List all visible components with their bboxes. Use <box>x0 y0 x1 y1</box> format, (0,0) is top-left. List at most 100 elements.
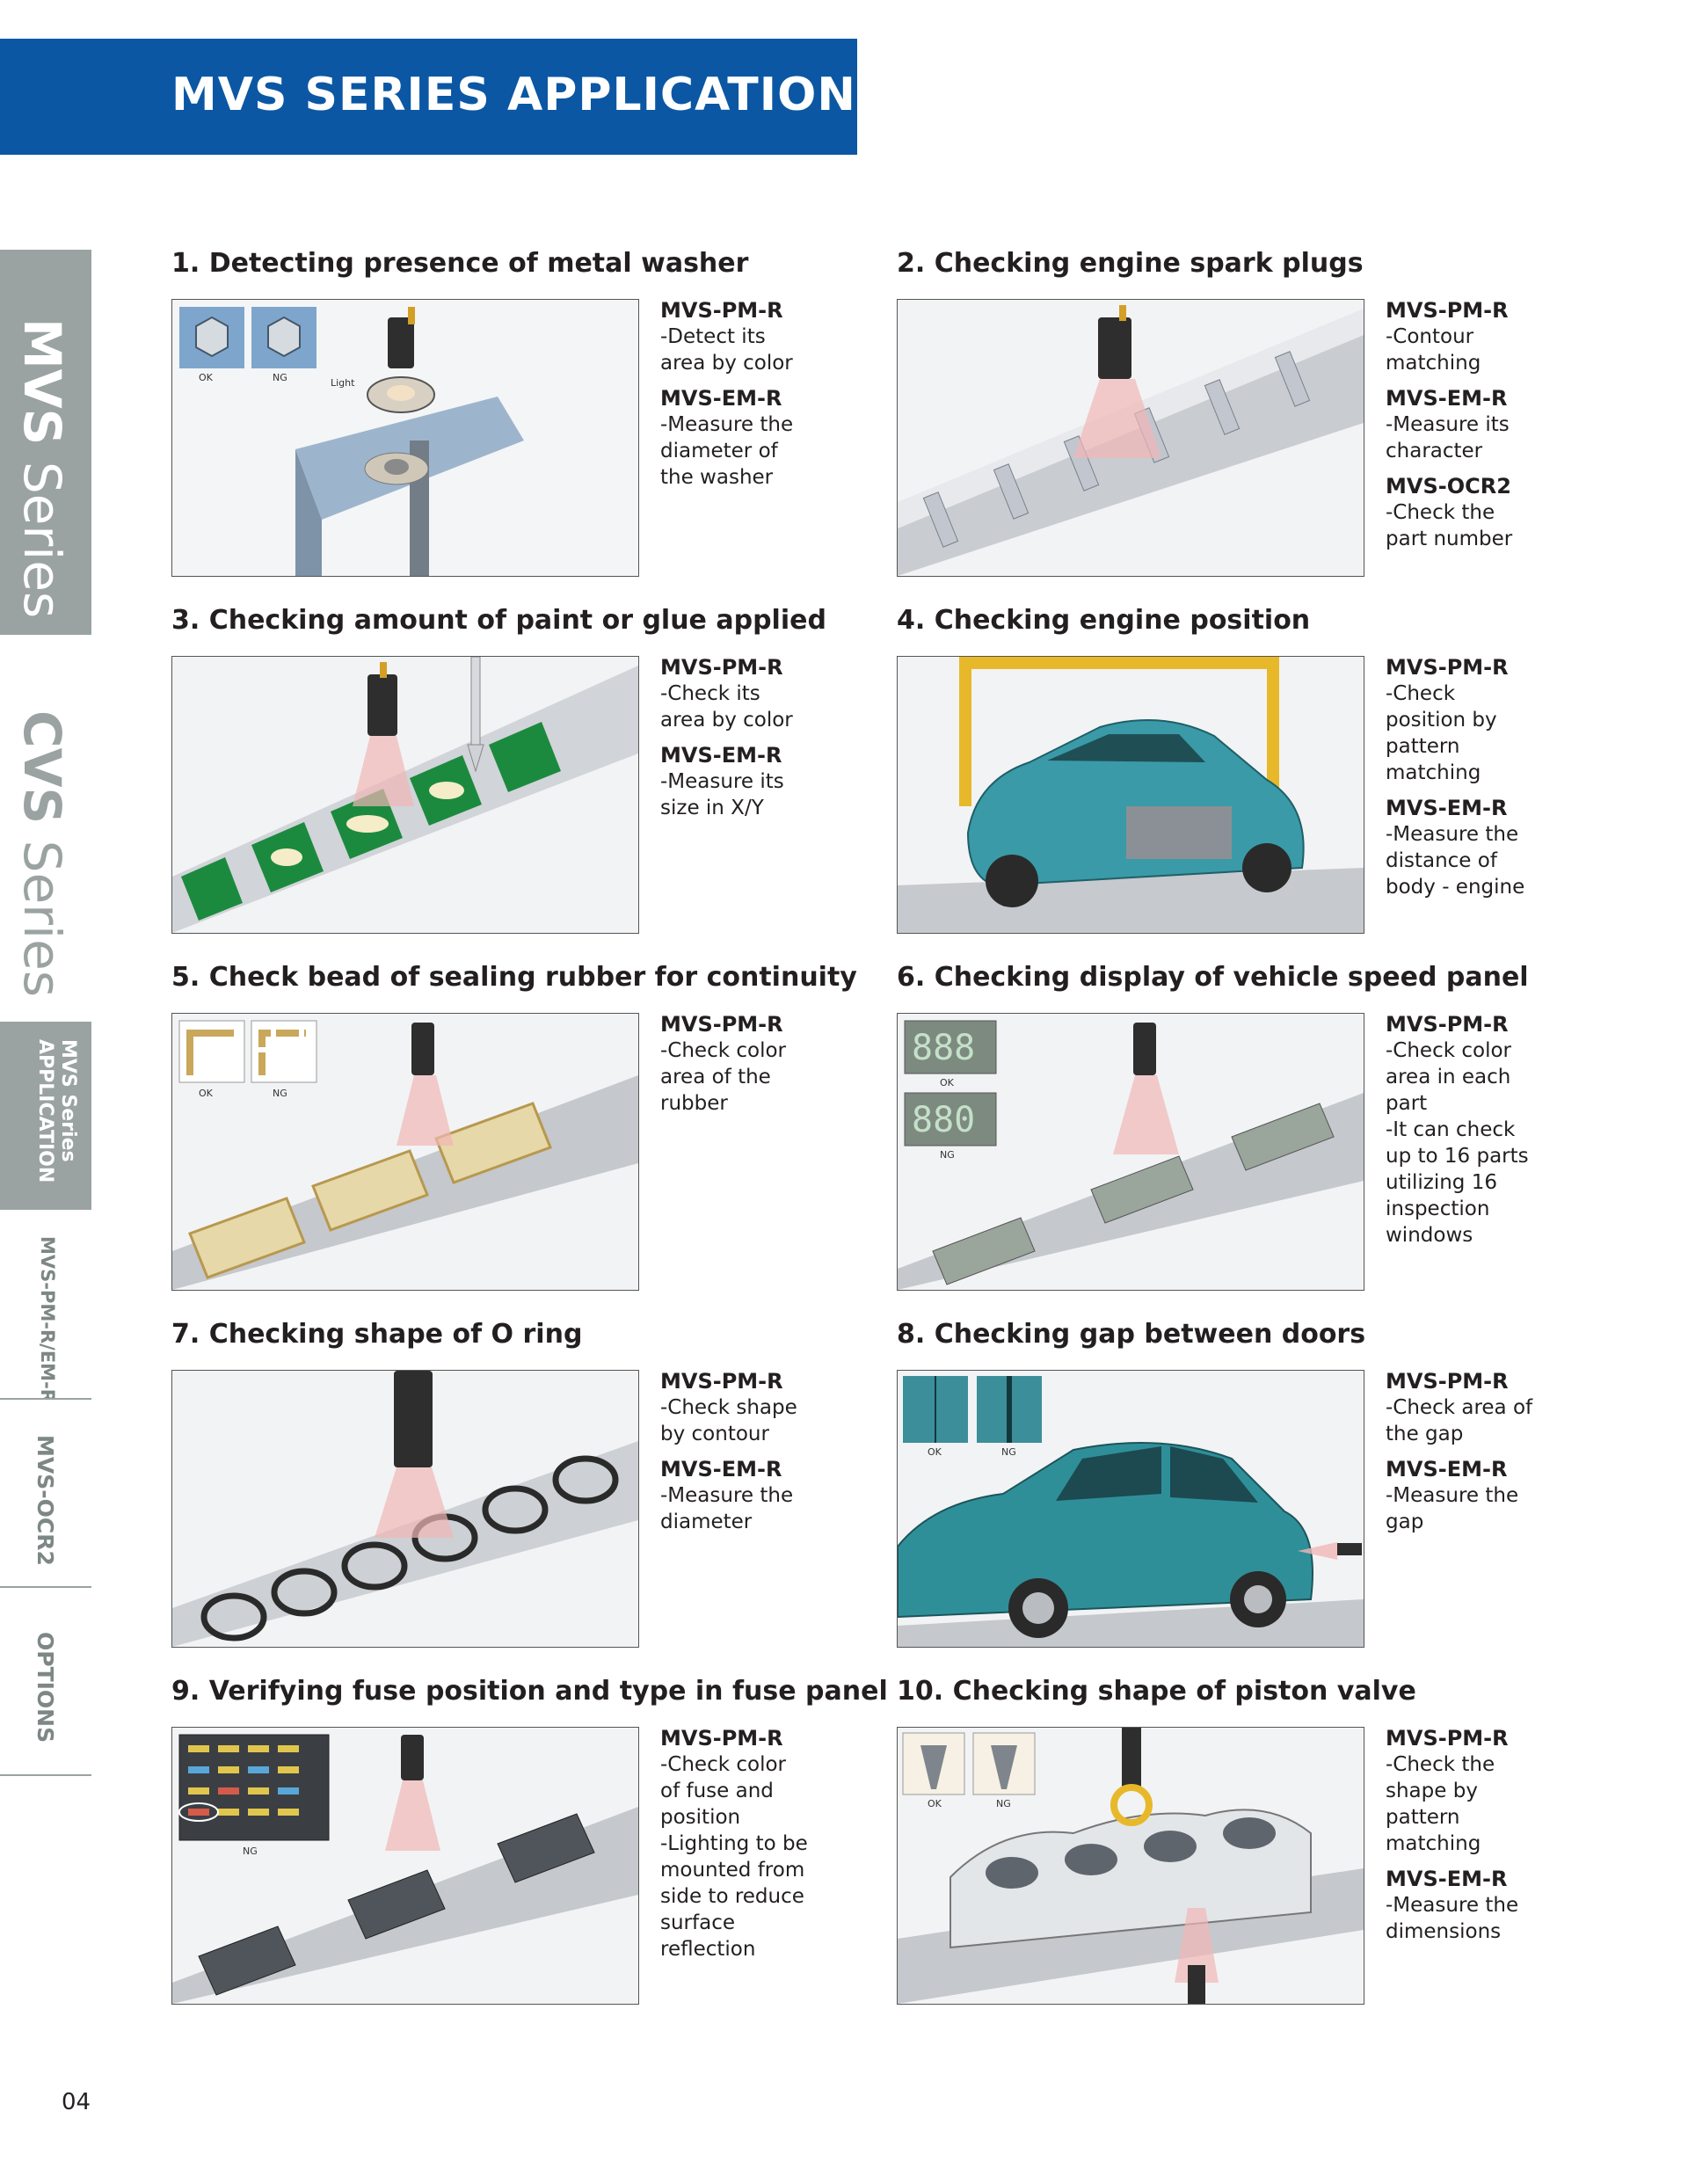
application-8: 8. Checking gap between doors OK NG MVS-… <box>897 1319 1618 1671</box>
page-number: 04 <box>62 2089 91 2115</box>
application-title: 6. Checking display of vehicle speed pan… <box>897 962 1529 993</box>
application-title: 7. Checking shape of O ring <box>171 1319 583 1350</box>
nav-label: CVS Series <box>12 710 72 998</box>
application-10: 10. Checking shape of piston valve OK NG <box>897 1676 1618 2027</box>
model-name: MVS-PM-R <box>660 1012 783 1037</box>
ng-label: NG <box>243 1845 258 1857</box>
note-text: -Check the shape by pattern matching <box>1386 1753 1495 1855</box>
model-name: MVS-PM-R <box>1386 655 1509 680</box>
application-title: 8. Checking gap between doors <box>897 1319 1366 1350</box>
application-notes: MVS-PM-R -Check its area by color MVS-EM… <box>660 654 898 821</box>
model-name: MVS-EM-R <box>660 743 782 768</box>
application-notes: MVS-PM-R -Check color area in each part … <box>1386 1011 1623 1249</box>
header-bar <box>0 39 857 155</box>
application-notes: MVS-PM-R -Check position by pattern matc… <box>1386 654 1623 900</box>
application-1: 1. Detecting presence of metal washer OK… <box>171 248 892 600</box>
ok-label: OK <box>199 372 214 383</box>
application-title: 10. Checking shape of piston valve <box>897 1676 1416 1707</box>
ng-label: NG <box>940 1149 955 1161</box>
model-name: MVS-EM-R <box>660 386 782 411</box>
model-name: MVS-EM-R <box>1386 1867 1508 1891</box>
note-text: -Check its area by color <box>660 682 793 732</box>
note-text: -Check color area of the rubber <box>660 1039 786 1115</box>
glue-illustration <box>171 656 639 934</box>
note-text: -Contour matching <box>1386 325 1481 375</box>
washer-illustration: OK NG Light <box>171 299 639 577</box>
page-title: MVS SERIES APPLICATION <box>171 69 856 121</box>
model-name: MVS-PM-R <box>660 1369 783 1394</box>
model-name: MVS-EM-R <box>1386 386 1508 411</box>
note-text: -Check color of fuse and position -Light… <box>660 1753 808 1961</box>
application-2: 2. Checking engine spark plugs MVS-PM-R … <box>897 248 1618 600</box>
piston-valve-illustration: OK NG <box>897 1727 1364 2005</box>
application-notes: MVS-PM-R -Detect its area by color MVS-E… <box>660 297 898 491</box>
nav-tab-mvs-series[interactable]: MVS Series <box>0 250 91 635</box>
note-text: -Measure its character <box>1386 413 1510 462</box>
model-name: MVS-PM-R <box>1386 1012 1509 1037</box>
nav-label: MVS-PM-R/EM-R <box>37 1236 58 1400</box>
svg-text:888: 888 <box>912 1028 975 1068</box>
sealing-rubber-illustration: OK NG <box>171 1013 639 1291</box>
ok-label: OK <box>199 1088 214 1099</box>
fuse-panel-illustration: NG <box>171 1727 639 2005</box>
nav-tab-cvs-series[interactable]: CVS Series <box>0 635 91 1022</box>
note-text: -Measure the gap <box>1386 1484 1519 1533</box>
note-text: -Measure the distance of body - engine <box>1386 823 1525 899</box>
application-3: 3. Checking amount of paint or glue appl… <box>171 605 892 957</box>
model-name: MVS-EM-R <box>1386 1457 1508 1481</box>
spark-plug-illustration <box>897 299 1364 577</box>
nav-tab-options[interactable]: OPTIONS <box>0 1588 91 1776</box>
application-7: 7. Checking shape of O ring MVS-PM-R -Ch… <box>171 1319 892 1671</box>
nav-tab-pm-em[interactable]: MVS-PM-R/EM-R <box>0 1210 91 1400</box>
application-notes: MVS-PM-R -Check area of the gap MVS-EM-R… <box>1386 1368 1623 1535</box>
ng-label: NG <box>1001 1446 1016 1458</box>
car-engine-illustration <box>897 656 1364 934</box>
svg-text:880: 880 <box>912 1100 975 1140</box>
note-text: -Check shape by contour <box>660 1396 797 1445</box>
application-title: 2. Checking engine spark plugs <box>897 248 1364 279</box>
application-title: 3. Checking amount of paint or glue appl… <box>171 605 826 636</box>
light-label: Light <box>331 377 355 389</box>
note-text: -Check position by pattern matching <box>1386 682 1497 784</box>
ng-label: NG <box>273 372 287 383</box>
application-9: 9. Verifying fuse position and type in f… <box>171 1676 892 2027</box>
nav-label: OPTIONS <box>33 1632 58 1744</box>
application-notes: MVS-PM-R -Check color of fuse and positi… <box>660 1725 898 1962</box>
car-door-gap-illustration: OK NG <box>897 1370 1364 1648</box>
note-text: -Check color area in each part -It can c… <box>1386 1039 1529 1247</box>
application-4: 4. Checking engine position MVS-PM-R -Ch… <box>897 605 1618 957</box>
model-name: MVS-EM-R <box>660 1457 782 1481</box>
application-notes: MVS-PM-R -Check color area of the rubber <box>660 1011 898 1117</box>
note-text: -Check area of the gap <box>1386 1396 1533 1445</box>
nav-label: MVS-OCR2 <box>33 1435 58 1566</box>
note-text: -Detect its area by color <box>660 325 793 375</box>
application-title: 5. Check bead of sealing rubber for cont… <box>171 962 857 993</box>
nav-tab-ocr2[interactable]: MVS-OCR2 <box>0 1400 91 1588</box>
application-title: 4. Checking engine position <box>897 605 1311 636</box>
application-notes: MVS-PM-R -Check the shape by pattern mat… <box>1386 1725 1623 1945</box>
note-text: -Measure the dimensions <box>1386 1894 1519 1943</box>
application-notes: MVS-PM-R -Check shape by contour MVS-EM-… <box>660 1368 898 1535</box>
model-name: MVS-OCR2 <box>1386 474 1511 499</box>
ok-label: OK <box>928 1798 942 1809</box>
model-name: MVS-EM-R <box>1386 796 1508 820</box>
note-text: -Measure the diameter <box>660 1484 794 1533</box>
application-title: 9. Verifying fuse position and type in f… <box>171 1676 888 1707</box>
model-name: MVS-PM-R <box>1386 1726 1509 1751</box>
ng-label: NG <box>996 1798 1011 1809</box>
model-name: MVS-PM-R <box>1386 298 1509 323</box>
application-title: 1. Detecting presence of metal washer <box>171 248 749 279</box>
model-name: MVS-PM-R <box>660 298 783 323</box>
speed-panel-illustration: 888 OK 880 NG <box>897 1013 1364 1291</box>
application-6: 6. Checking display of vehicle speed pan… <box>897 962 1618 1314</box>
model-name: MVS-PM-R <box>1386 1369 1509 1394</box>
ng-label: NG <box>273 1088 287 1099</box>
note-text: -Check the part number <box>1386 501 1513 550</box>
model-name: MVS-PM-R <box>660 655 783 680</box>
model-name: MVS-PM-R <box>660 1726 783 1751</box>
ok-label: OK <box>928 1446 942 1458</box>
application-5: 5. Check bead of sealing rubber for cont… <box>171 962 892 1314</box>
